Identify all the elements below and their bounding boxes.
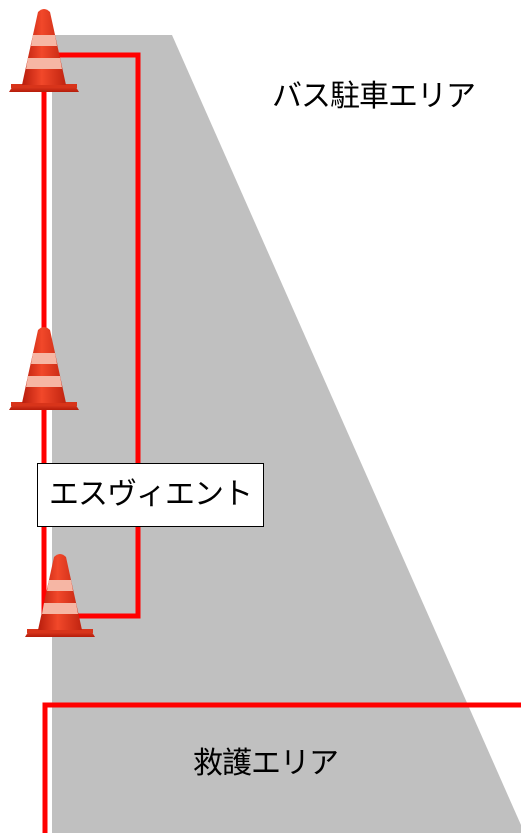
es-vient-sign-label: エスヴィエント [49,477,253,512]
rescue-area-label: 救護エリア [193,746,339,781]
rescue-area-boundary [42,702,521,833]
es-vient-sign: エスヴィエント [37,463,264,527]
bus-parking-area-label: バス駐車エリア [272,79,476,114]
zone-boundary-line [45,52,141,619]
road-surface [52,35,521,833]
